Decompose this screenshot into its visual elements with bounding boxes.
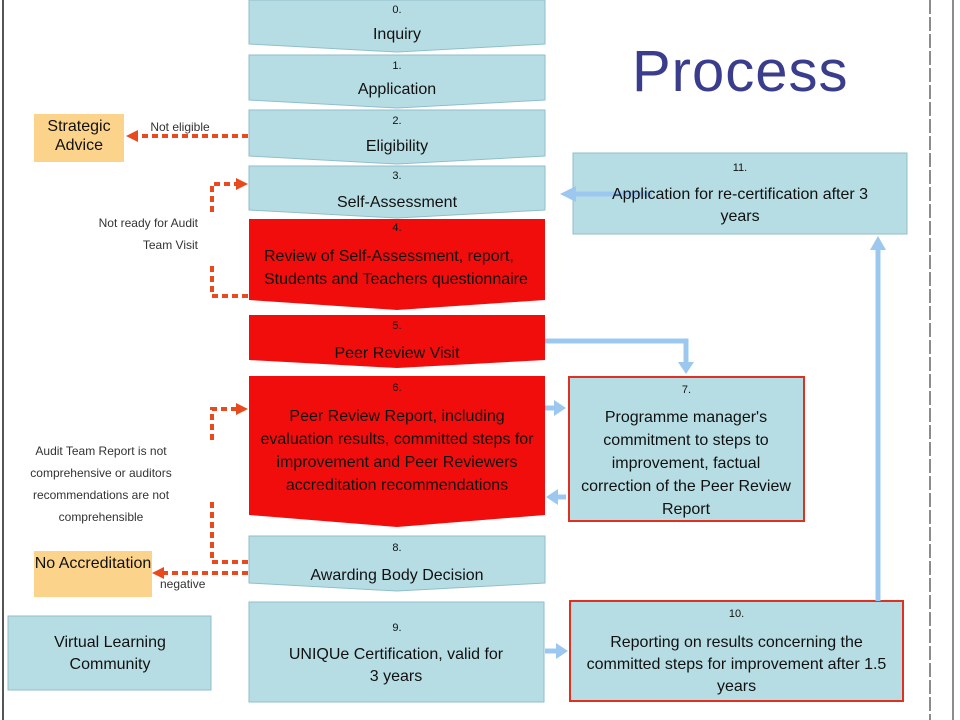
step-6-number: 6. <box>392 382 402 394</box>
step-9-shape <box>248 601 545 703</box>
virtual-learning-label: Virtual Learning Community <box>54 634 166 673</box>
step-11-number: 11. <box>732 162 748 174</box>
arrow-review-to-selfassessment <box>210 262 248 298</box>
step-5-shape <box>249 315 545 368</box>
no-accreditation-box: No Accreditation <box>34 551 152 597</box>
step-10-shape <box>569 600 904 702</box>
step-0-shape <box>248 0 546 53</box>
negative-label: negative <box>160 577 206 591</box>
step-3-label: Self-Assessment <box>336 194 458 211</box>
arrow-decision-to-report-top <box>210 407 238 440</box>
strategic-advice-box: Strategic Advice <box>34 114 124 162</box>
step-10-number: 10. <box>728 608 745 620</box>
step-5-label: Peer Review Visit <box>334 345 460 362</box>
step-8-shape <box>248 535 546 592</box>
step-3-number: 3. <box>392 170 402 182</box>
step-0-number: 0. <box>392 4 402 16</box>
arrow-decision-to-report <box>210 498 248 564</box>
report-issue-label: Audit Team Report is not comprehensive o… <box>30 444 172 524</box>
step-5-number: 5. <box>392 320 402 332</box>
step-2-label: Eligibility <box>365 138 429 155</box>
step-7-number: 7. <box>681 384 692 396</box>
step-2-shape <box>248 109 546 165</box>
step-4-label: Review of Self-Assessment, report, Stude… <box>264 248 528 288</box>
step-2-number: 2. <box>392 115 402 127</box>
not-ready-label: Not ready for Audit Team Visit <box>98 216 198 252</box>
virtual-learning-shape <box>7 615 212 691</box>
step-6-label: Peer Review Report, including evaluation… <box>260 408 534 494</box>
step-8-number: 8. <box>392 542 402 554</box>
step-7-shape <box>568 376 805 522</box>
step-8-label: Awarding Body Decision <box>310 567 484 584</box>
page-title: Process <box>632 39 849 104</box>
step-4-number: 4. <box>392 222 402 234</box>
step-0-label: Inquiry <box>372 26 422 43</box>
step-4-shape <box>249 219 545 310</box>
step-9-label: UNIQUe Certification, valid for 3 years <box>288 646 504 685</box>
step-7-label: Programme manager's commitment to steps … <box>581 409 791 518</box>
arrow-5-to-7 <box>545 338 689 364</box>
step-11-label: Application for re-certification after 3… <box>611 186 869 225</box>
step-1-number: 1. <box>392 60 402 72</box>
step-1-label: Application <box>357 81 437 98</box>
arrow-review-to-selfassessment-top <box>210 182 238 212</box>
step-6-shape <box>249 376 545 527</box>
step-9-number: 9. <box>392 622 402 634</box>
step-1-shape <box>248 54 546 109</box>
step-10-label: Reporting on results concerning the comm… <box>586 634 887 695</box>
step-3-shape <box>248 165 546 219</box>
not-eligible-label: Not eligible <box>150 120 210 134</box>
